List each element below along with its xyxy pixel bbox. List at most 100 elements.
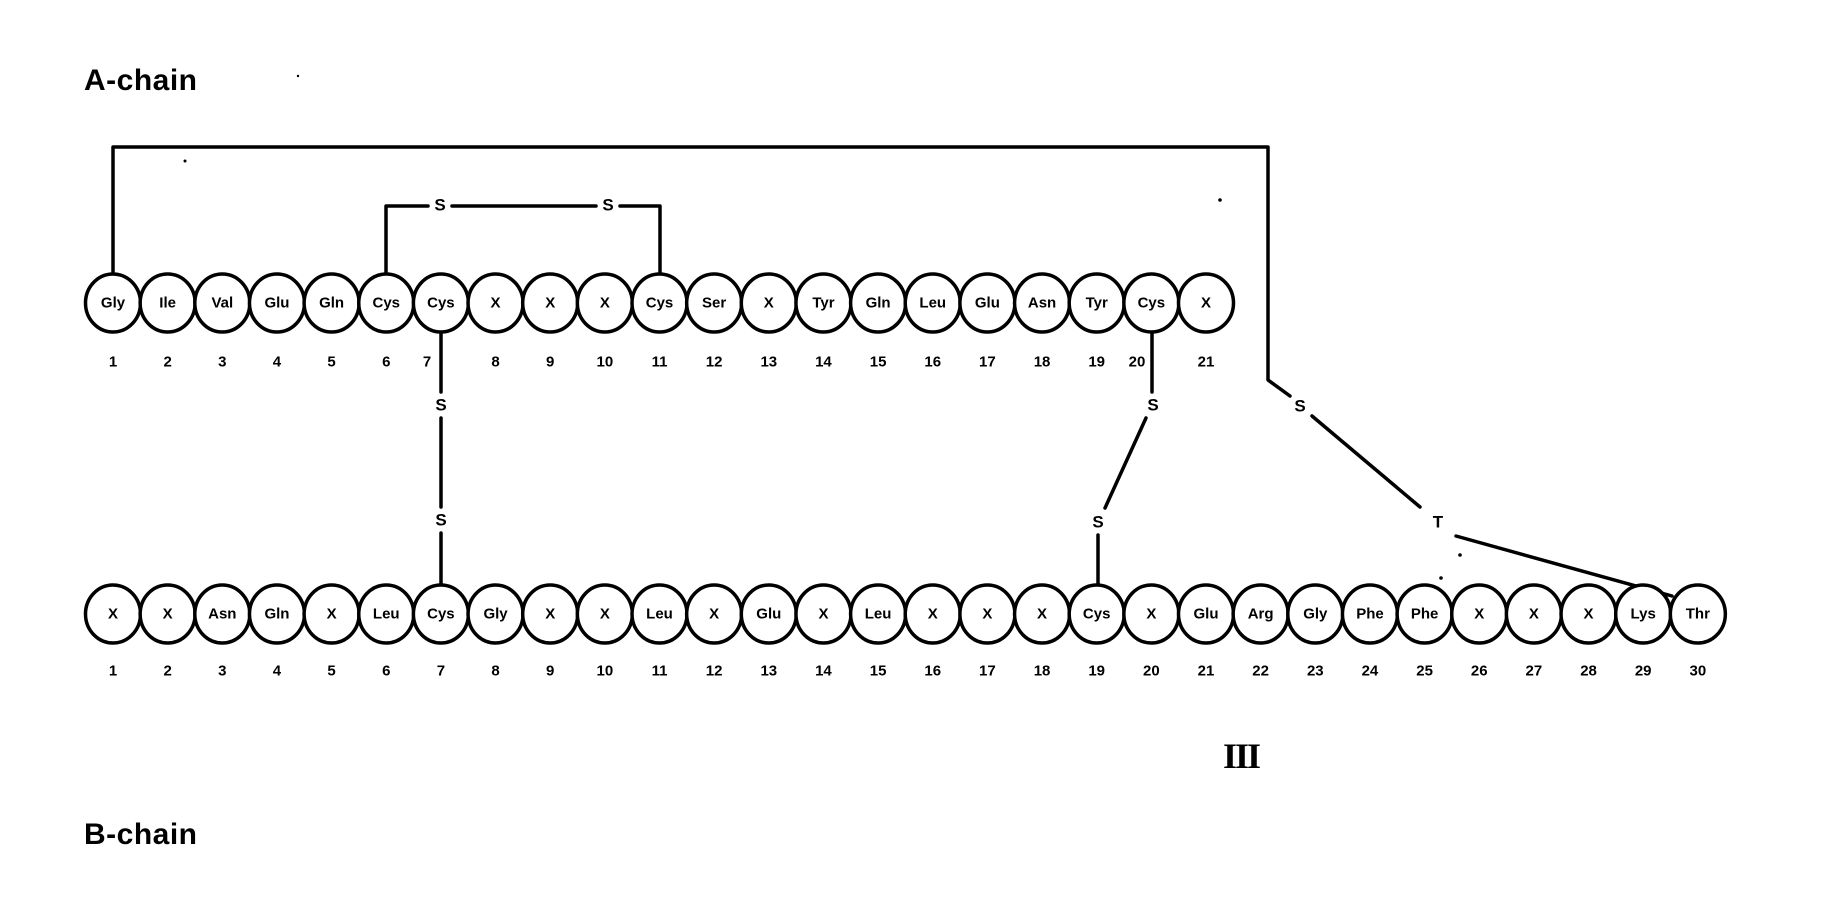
residue-number: 4 <box>273 354 282 371</box>
residue-label: X <box>764 295 774 312</box>
residue-number: 10 <box>597 663 614 680</box>
residue-number: 13 <box>760 663 777 680</box>
residue-label: Glu <box>1194 606 1219 623</box>
linker-bond: S T <box>111 145 1674 598</box>
residue: X9 <box>520 583 580 680</box>
residue-number: 13 <box>760 354 777 371</box>
residue-label: Tyr <box>812 295 834 312</box>
residue: X2 <box>138 583 197 680</box>
residue-number: 2 <box>163 663 171 680</box>
residue-label: Leu <box>646 606 673 623</box>
residue-label: Leu <box>865 606 892 623</box>
residue-label: Glu <box>975 295 1000 312</box>
residue-number: 1 <box>109 663 117 680</box>
residue-label: Arg <box>1248 606 1274 623</box>
residue-number: 24 <box>1362 663 1379 680</box>
residue-number: 11 <box>652 354 668 371</box>
residue-number: 3 <box>218 354 226 371</box>
residue-label: Cys <box>646 295 674 312</box>
residue-label: X <box>1037 606 1047 623</box>
residue-label: Cys <box>372 295 400 312</box>
residue: X27 <box>1504 583 1564 680</box>
residue: Phe 24 <box>1340 583 1400 680</box>
residue-number: 8 <box>491 354 499 371</box>
residue: X1 <box>83 583 143 680</box>
residue-number: 9 <box>546 663 554 680</box>
residue: Cys 11 <box>630 272 689 371</box>
residue-number: 19 <box>1088 663 1105 680</box>
s-label: S <box>435 396 446 415</box>
residue-label: X <box>545 606 555 623</box>
residue-number: 7 <box>437 663 445 680</box>
s-label: S <box>435 511 446 530</box>
residue-number: 12 <box>706 354 723 371</box>
residue-label: Asn <box>1028 295 1056 312</box>
residue-number: 17 <box>979 663 996 680</box>
residue-label: X <box>163 606 173 623</box>
residue-circle <box>1176 272 1236 334</box>
residue-number: 15 <box>870 663 887 680</box>
residue-label: Cys <box>427 606 455 623</box>
linker-t-label: T <box>1433 513 1444 532</box>
residue-number: 9 <box>546 354 554 371</box>
residue-label: Asn <box>208 606 236 623</box>
residue-number: 23 <box>1307 663 1324 680</box>
residue-label: X <box>818 606 828 623</box>
residue: X 10 <box>575 583 635 680</box>
residue-label: X <box>327 606 337 623</box>
residue-circle <box>1668 583 1728 645</box>
residue-label: Cys <box>427 295 455 312</box>
residue: Cys 7 <box>411 583 471 680</box>
residue: X17 <box>958 583 1017 680</box>
residue-label: Gln <box>319 295 344 312</box>
residue-number: 14 <box>815 663 832 680</box>
b-chain-title: B-chain <box>84 818 198 851</box>
residue-label: Phe <box>1356 606 1384 623</box>
residue-label: X <box>600 295 610 312</box>
residue-label: Gln <box>264 606 289 623</box>
residue-number: 25 <box>1416 663 1433 680</box>
residue-label: X <box>491 295 501 312</box>
residue-number: 21 <box>1198 663 1215 680</box>
s-label: S <box>1092 513 1103 532</box>
b-chain: X1X2Asn3Gln4X5Leu6Cys7Gly8X9X10Leu11X12G… <box>83 583 1728 680</box>
residue-number: 15 <box>870 354 887 371</box>
residue-number: 21 <box>1198 354 1215 371</box>
residue: Leu 15 <box>848 583 908 680</box>
residue: X20 <box>1122 583 1181 680</box>
residue: X9 <box>520 272 580 371</box>
residue-label: Lys <box>1631 606 1656 623</box>
residue-label: Glu <box>756 606 781 623</box>
residue-number: 6 <box>382 354 390 371</box>
speck <box>1439 576 1443 580</box>
residue-label: X <box>600 606 610 623</box>
residue-label: Phe <box>1411 606 1439 623</box>
residue: Lys 29 <box>1613 583 1673 680</box>
residue: Phe 25 <box>1395 583 1454 680</box>
residue-label: X <box>1584 606 1594 623</box>
residue-number: 10 <box>597 354 614 371</box>
residue: X 14 <box>794 583 853 680</box>
s-label: S <box>1147 396 1158 415</box>
s-label: S <box>434 196 445 215</box>
residue-label: Cys <box>1083 606 1111 623</box>
residue-number: 27 <box>1526 663 1543 680</box>
residue-number: 29 <box>1635 663 1652 680</box>
figure-label: III <box>1223 736 1261 776</box>
linker-s-label: S <box>1294 397 1305 416</box>
s-label: S <box>602 196 613 215</box>
